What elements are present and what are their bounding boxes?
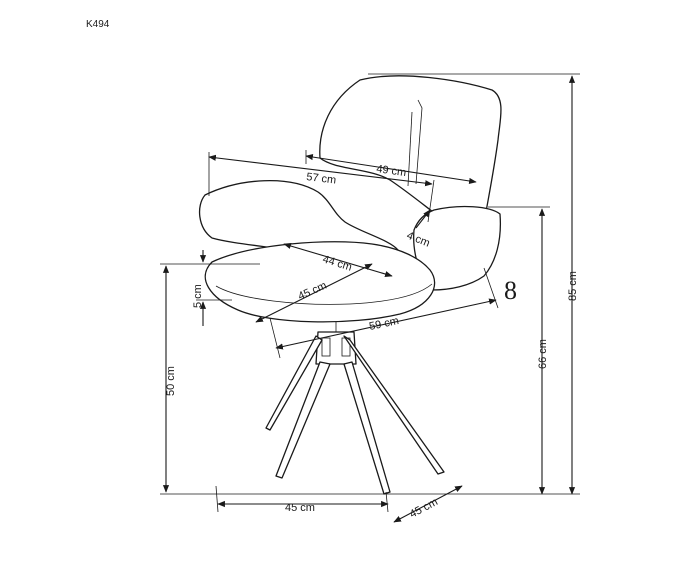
label-base-width: 45 cm	[285, 502, 315, 514]
leg-front-right	[343, 361, 391, 495]
ext-base-left	[215, 485, 219, 513]
chair-illustration	[198, 75, 502, 495]
dim-overall-depth	[275, 298, 497, 350]
ext-depth-right	[483, 267, 499, 309]
dimension-lines	[160, 73, 580, 523]
dim-base-depth	[393, 485, 463, 523]
label-seat-height: 50 cm	[165, 366, 177, 396]
label-total-height: 85 cm	[567, 271, 579, 301]
right-armrest	[413, 205, 502, 291]
ext-depth-left	[269, 317, 281, 359]
leg-front-left	[275, 361, 331, 479]
label-seat-thickness: 5 cm	[192, 284, 204, 308]
label-overall-width: 57 cm	[306, 171, 337, 187]
dim-back-width	[305, 154, 477, 184]
ext-base-right	[385, 491, 389, 513]
label-base-depth: 45 cm	[408, 496, 440, 521]
label-armrest-height: 66 cm	[537, 339, 549, 369]
dim-seat-width	[283, 243, 393, 277]
product-code: K494	[86, 19, 110, 30]
label-back-width: 49 cm	[376, 163, 407, 179]
side-number: 8	[504, 276, 517, 305]
dim-back-thickness	[415, 209, 431, 229]
